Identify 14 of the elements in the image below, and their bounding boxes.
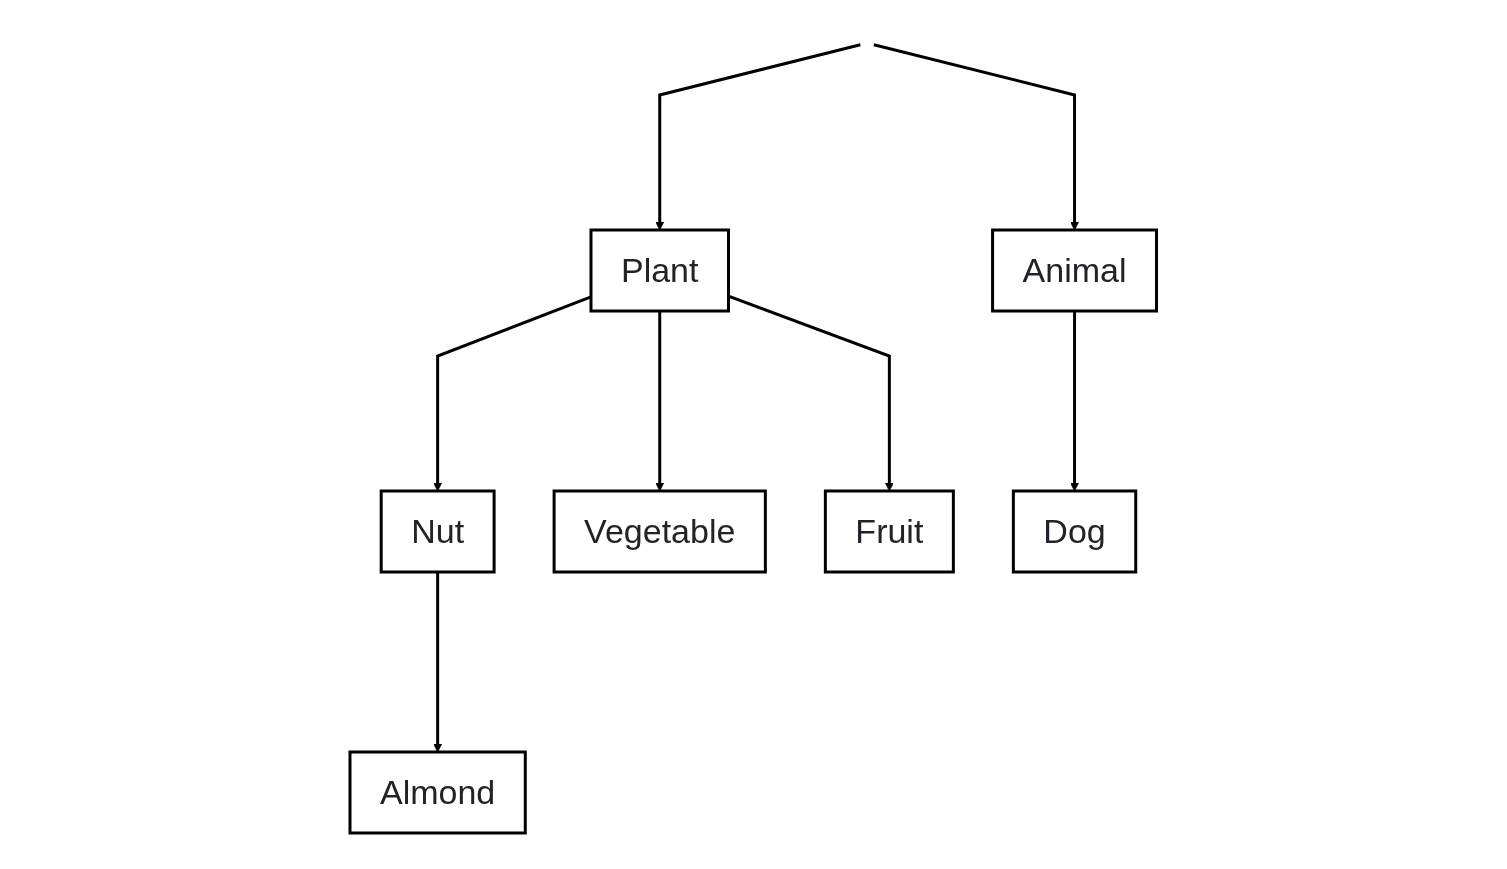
arrow <box>655 43 861 231</box>
node-box: Fruit <box>824 489 956 574</box>
node-box: Animal <box>991 228 1159 313</box>
arrow <box>433 295 592 492</box>
node-box: Nut <box>379 489 496 574</box>
arrow <box>433 572 443 753</box>
node-box: Plant <box>589 228 731 313</box>
arrow <box>728 294 894 492</box>
arrow <box>873 43 1080 231</box>
arrow <box>1070 311 1080 492</box>
node-box: Dog <box>1012 489 1138 574</box>
node-box: Almond <box>348 750 527 835</box>
arrow <box>655 311 665 492</box>
node-box: Vegetable <box>552 489 768 574</box>
